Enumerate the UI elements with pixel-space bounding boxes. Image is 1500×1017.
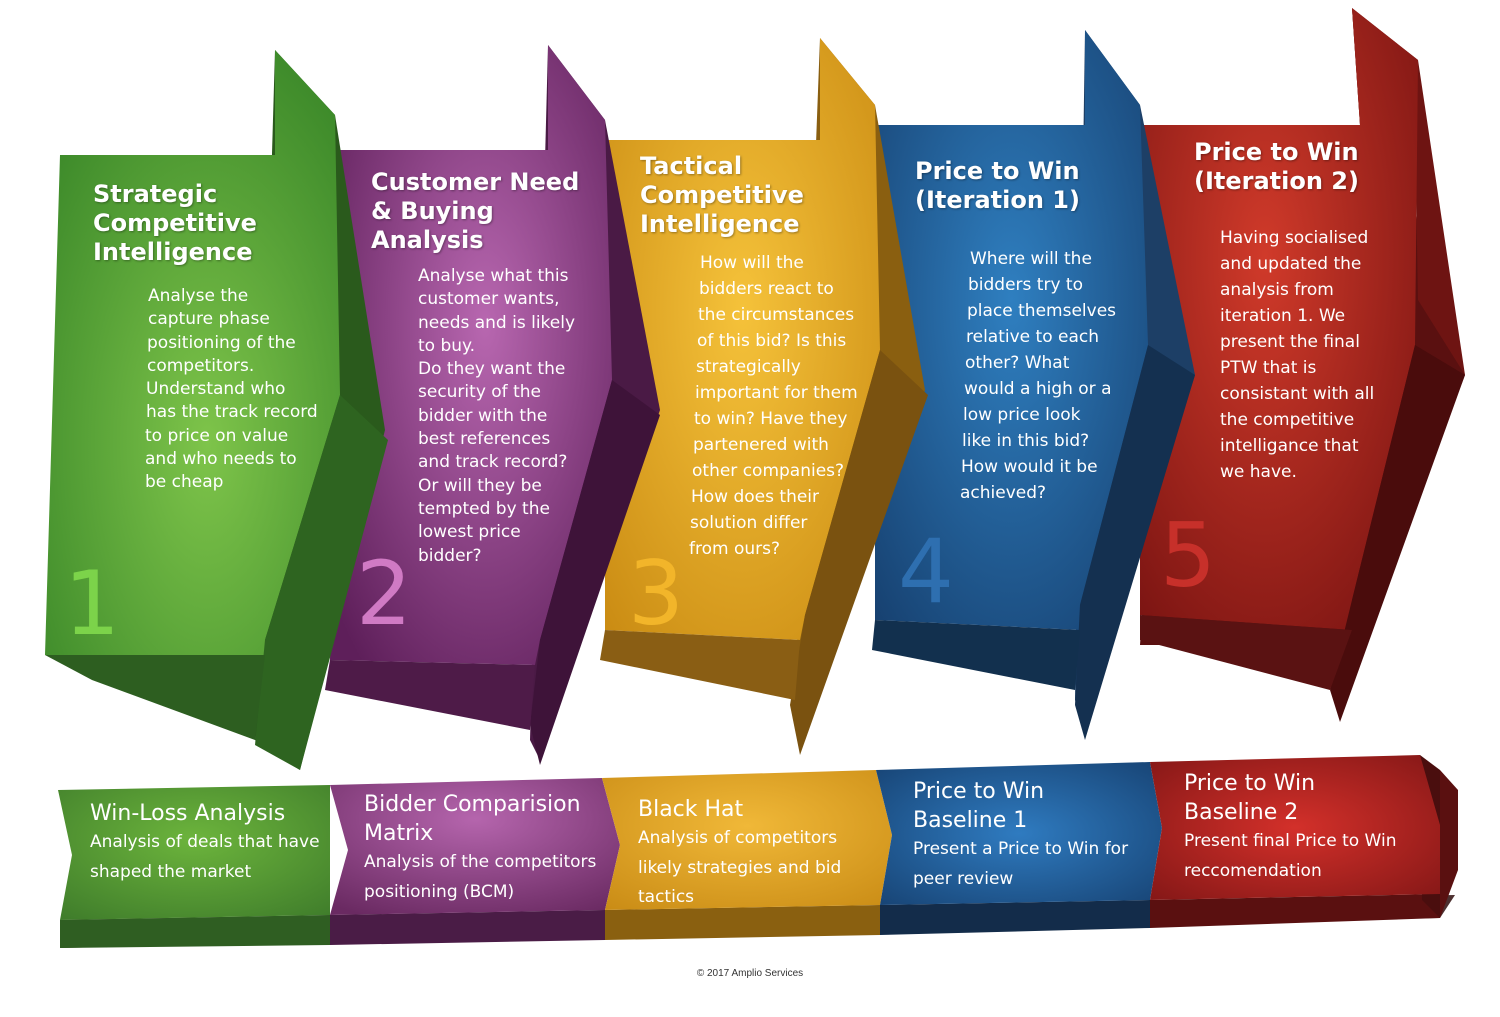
output-segment-3 <box>602 770 892 910</box>
output-band <box>58 755 1458 948</box>
output-5: Price to Win Baseline 2 Present final Pr… <box>1184 771 1397 881</box>
output-3: Black Hat Analysis of competitors likely… <box>638 797 842 907</box>
stage-1-number: 1 <box>64 552 120 655</box>
stage-4-number: 4 <box>898 520 954 623</box>
output-4: Price to Win Baseline 1 Present a Price … <box>913 779 1129 889</box>
output-2: Bidder Comparision Matrix Analysis of th… <box>364 792 597 902</box>
stage-3-description: How will the bidders react to the circum… <box>689 253 858 559</box>
stage-arrow-5 <box>1140 8 1465 722</box>
stage-5-title: Price to Win(Iteration 2) <box>1194 138 1359 195</box>
stage-5-number: 5 <box>1160 504 1216 607</box>
stage-4-description: Where will the bidders try to place them… <box>960 249 1117 503</box>
output-1: Win-Loss Analysis Analysis of deals that… <box>90 801 320 882</box>
stage-1-description: Analyse the capture phase positioning of… <box>145 286 318 493</box>
copyright-notice: © 2017 Amplio Services <box>696 968 804 979</box>
stage-arrow-4 <box>872 30 1195 740</box>
output-segment-4 <box>876 762 1162 905</box>
output-segment-5 <box>1150 755 1440 900</box>
stage-2-number: 2 <box>356 542 412 645</box>
stage-arrow-1 <box>45 50 388 770</box>
output-segment-1 <box>58 785 330 920</box>
stage-3-number: 3 <box>628 542 684 645</box>
stage-arrow-2 <box>325 45 660 765</box>
stage-4-title: Price to Win(Iteration 1) <box>915 157 1080 214</box>
stage-arrow-3 <box>600 38 928 755</box>
output-segment-2 <box>330 778 620 915</box>
